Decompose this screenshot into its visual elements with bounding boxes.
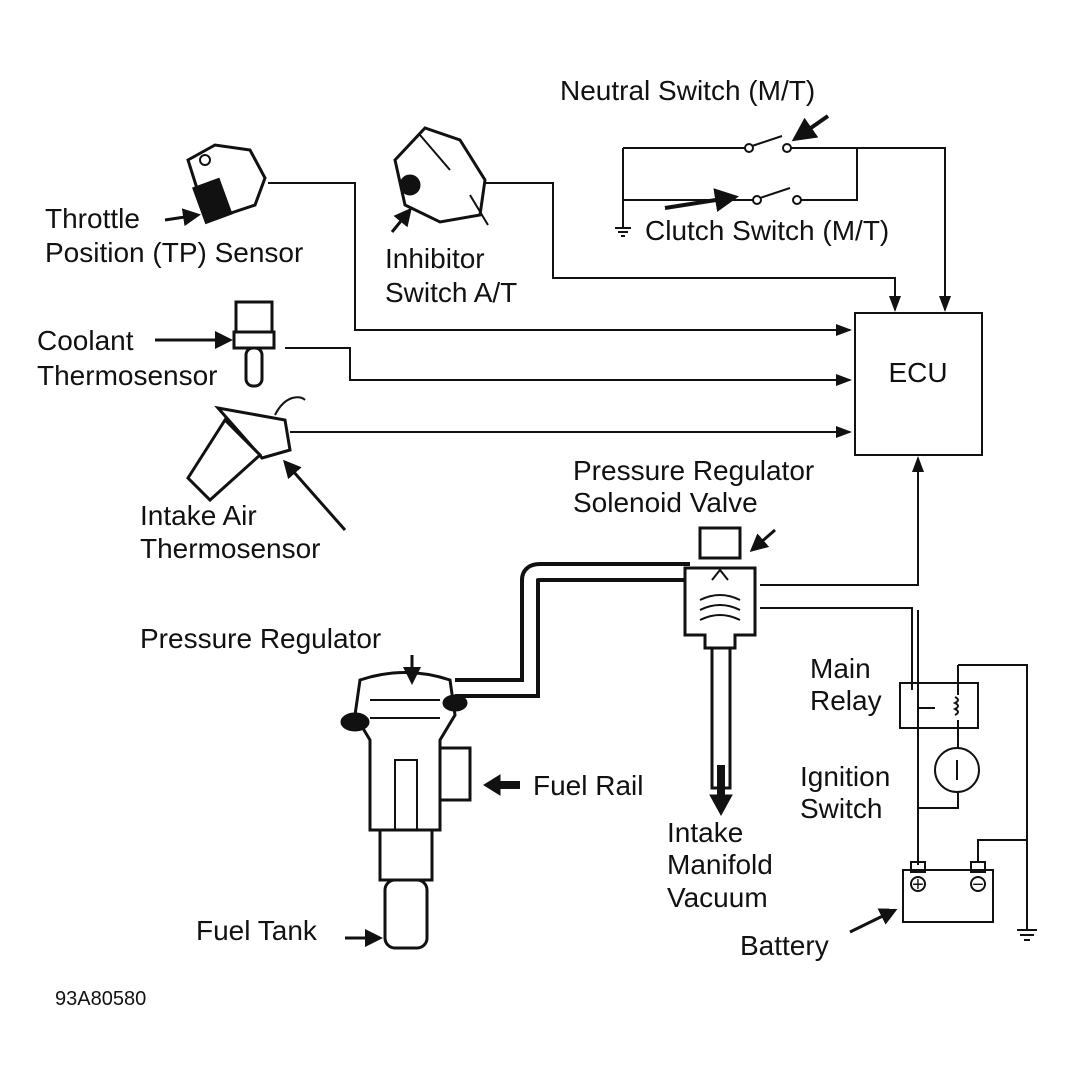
label-main-relay-2: Relay [810,685,882,716]
label-manifold-1: Intake [667,817,743,848]
label-neutral-switch: Neutral Switch (M/T) [560,75,815,106]
battery-minus: − [972,874,984,896]
label-pr-solenoid-2: Solenoid Valve [573,487,758,518]
label-throttle-2: Position (TP) Sensor [45,237,303,268]
ignition-switch-icon [934,747,980,793]
label-intake-air-1: Intake Air [140,500,257,531]
label-pr-solenoid-1: Pressure Regulator [573,455,814,486]
label-pressure-regulator: Pressure Regulator [140,623,381,654]
label-clutch-switch: Clutch Switch (M/T) [645,215,889,246]
label-ignition-1: Ignition [800,761,890,792]
battery-plus: + [912,874,924,896]
label-ignition-2: Switch [800,793,882,824]
tp-sensor-wire [268,182,852,336]
pressure-regulator-icon [340,655,520,950]
ecu-box [854,312,983,456]
throttle-position-sensor-icon [164,143,267,227]
inhibitor-wire [485,182,901,312]
label-fuel-rail: Fuel Rail [533,770,643,801]
label-inhibitor-2: Switch A/T [385,277,517,308]
label-inhibitor-1: Inhibitor [385,243,485,274]
label-coolant-2: Thermosensor [37,360,218,391]
label-battery: Battery [740,930,829,961]
vacuum-hose [455,562,690,698]
label-main-relay-1: Main [810,653,871,684]
coolant-wire [285,347,852,386]
label-ecu: ECU [888,357,947,388]
battery-icon [902,869,994,923]
solenoid-relay-wire [760,607,913,690]
label-fuel-tank: Fuel Tank [196,915,318,946]
switch-circuit [615,114,945,310]
inhibitor-switch-icon [390,126,489,233]
coolant-thermosensor-icon [155,300,276,388]
label-manifold-2: Manifold [667,849,773,880]
label-intake-air-2: Thermosensor [140,533,321,564]
power-circuit: + − [849,610,1037,941]
figure-code: 93A80580 [55,988,146,1010]
solenoid-valve-icon [683,526,776,817]
intake-air-thermosensor-icon [186,396,347,531]
main-relay-icon [899,682,979,729]
label-coolant-1: Coolant [37,325,134,356]
label-throttle-1: Throttle [45,203,140,234]
ecu-solenoid-wire [760,456,924,586]
label-manifold-3: Vacuum [667,882,768,913]
